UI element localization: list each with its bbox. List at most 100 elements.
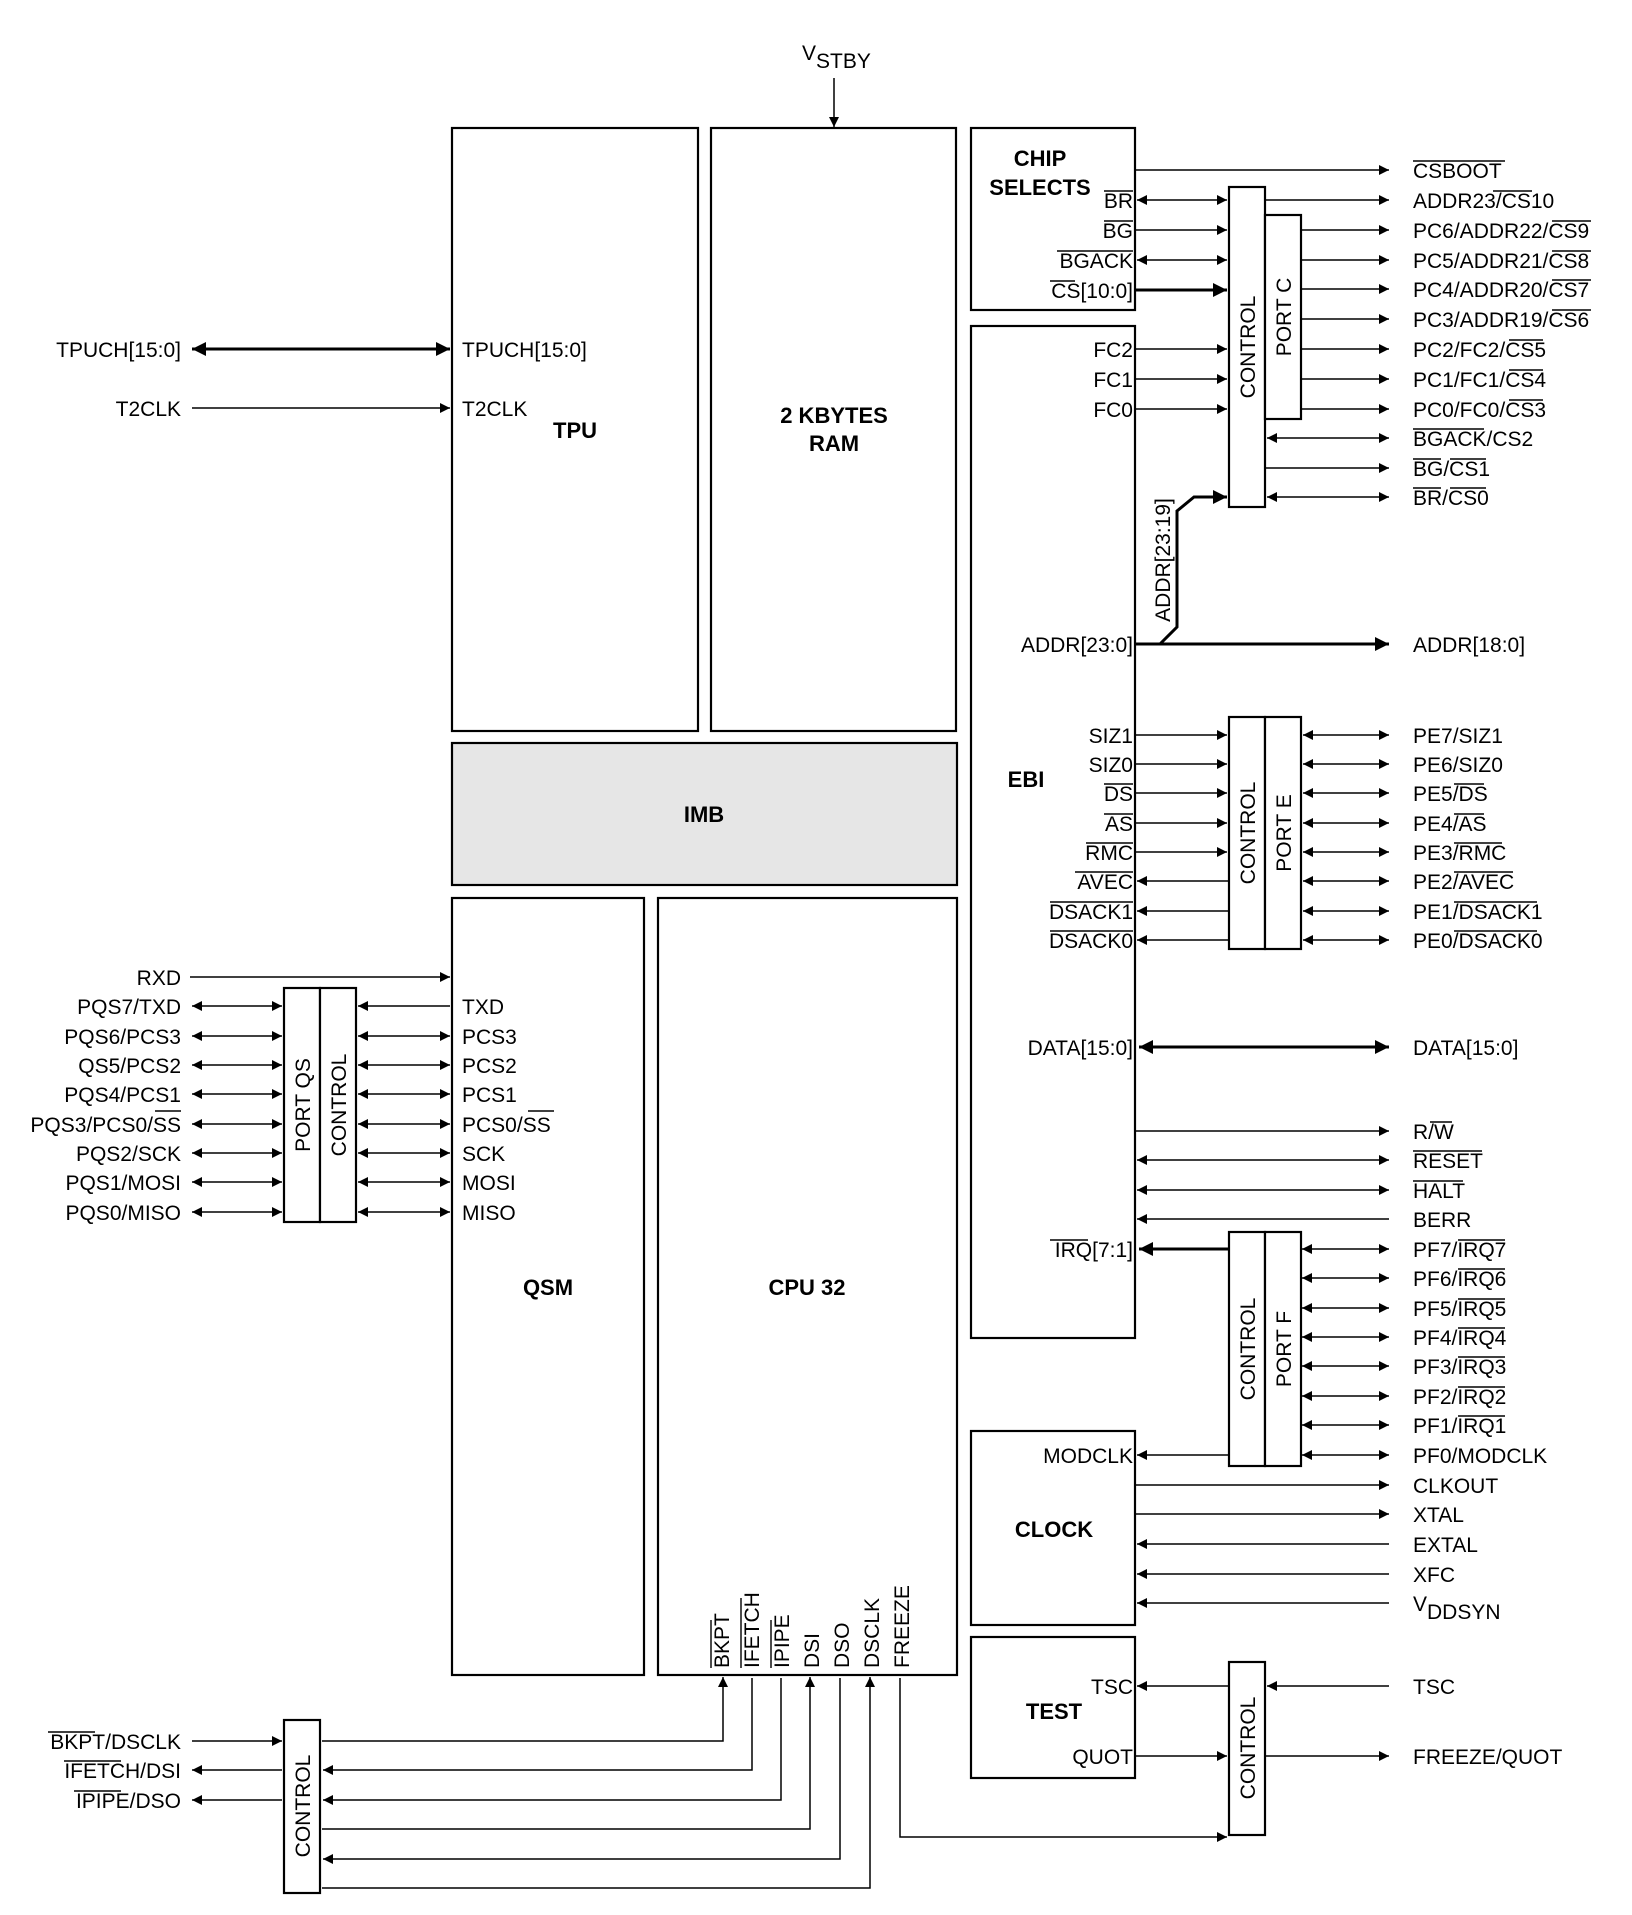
ebi-label: EBI [1008, 767, 1045, 792]
qsm-ext-label: PQS3/PCS0/SS [30, 1114, 181, 1137]
cpu-control-label: CONTROL [292, 1755, 315, 1858]
addr-23-19-label: ADDR[23:19] [1152, 498, 1175, 622]
qsm-ext-label: RXD [137, 967, 181, 990]
tpu-block [450, 126, 700, 733]
portf-ext-label: PF3/IRQ3 [1413, 1356, 1506, 1379]
addr-ext-label: ADDR[18:0] [1413, 634, 1525, 657]
portf-ext-label: PF6/IRQ6 [1413, 1268, 1506, 1291]
qs-control-box [318, 986, 358, 1224]
qsm-int-label: MOSI [462, 1172, 516, 1195]
cs-ext-label: PC1/FC1/CS4 [1413, 369, 1546, 392]
tpuch-ext-label: TPUCH[15:0] [56, 339, 181, 362]
cpu-ext-label: BKPT/DSCLK [50, 1731, 181, 1754]
qsm-int-label: MISO [462, 1202, 516, 1225]
cpu-control-box [282, 1718, 322, 1895]
porte-int-label: SIZ0 [1089, 754, 1133, 777]
qsm-int-label: PCS2 [462, 1055, 517, 1078]
portf-ext-label: PF7/IRQ7 [1413, 1239, 1506, 1262]
imb-label: IMB [684, 802, 724, 827]
qsm-ext-label: PQS6/PCS3 [64, 1026, 181, 1049]
bus-control-label: BERR [1413, 1209, 1471, 1232]
chip-selects-label-line2: SELECTS [989, 175, 1090, 200]
imb-block [450, 741, 959, 887]
port-e-box [1263, 715, 1303, 951]
test-control-label: CONTROL [1237, 1697, 1260, 1800]
cpu-block [656, 896, 959, 1677]
qsm-label: QSM [523, 1275, 573, 1300]
fc-label: FC0 [1093, 399, 1133, 422]
porte-ext-overlines [1454, 783, 1537, 932]
qsm-ext-label: QS5/PCS2 [78, 1055, 181, 1078]
data-int-label: DATA[15:0] [1028, 1037, 1133, 1060]
cs-int-label: BR [1104, 190, 1133, 213]
cpu-ext-label: IPIPE/DSO [76, 1790, 181, 1813]
porte-ext-label: PE7/SIZ1 [1413, 725, 1503, 748]
porte-ext-label: PE4/AS [1413, 813, 1487, 836]
cpu-int-label: DSI [801, 1633, 824, 1668]
port-f-label: PORT F [1273, 1311, 1296, 1387]
port-f-box [1263, 1230, 1303, 1468]
cs-ext-label: PC0/FC0/CS3 [1413, 399, 1546, 422]
porte-ext-label: PE6/SIZ0 [1413, 754, 1503, 777]
ram-block [709, 126, 958, 733]
vstby-label: VSTBY [802, 42, 871, 73]
portf-control-box [1227, 1230, 1267, 1468]
clock-ext-label: EXTAL [1413, 1534, 1478, 1557]
cs-ext-label: PC3/ADDR19/CS6 [1413, 309, 1589, 332]
porte-int-label: AS [1105, 813, 1133, 836]
cs-ext-label: BR/CS0 [1413, 487, 1489, 510]
cs-int-label: BGACK [1059, 250, 1133, 273]
test-control-box [1227, 1660, 1267, 1837]
ram-label-line2: RAM [809, 431, 859, 456]
qsm-ext-label: PQS4/PCS1 [64, 1084, 181, 1107]
t2clk-ext-label: T2CLK [116, 398, 181, 421]
fc-label: FC1 [1093, 369, 1133, 392]
port-c-label: PORT C [1273, 278, 1296, 357]
cs-ext-label: BG/CS1 [1413, 458, 1490, 481]
porte-int-label: DSACK0 [1049, 930, 1133, 953]
cs-ext-label: ADDR23/CS10 [1413, 190, 1554, 213]
qsm-int-label: TXD [462, 996, 504, 1019]
cpu-int-label: IPIPE [771, 1614, 794, 1668]
portf-ext-overlines [1458, 1239, 1505, 1417]
cs-int-label: CS[10:0] [1051, 280, 1133, 303]
porte-control-label: CONTROL [1237, 782, 1260, 885]
portf-control-label: CONTROL [1237, 1298, 1260, 1401]
porte-ext-label: PE3/RMC [1413, 842, 1506, 865]
irq-int-label: IRQ[7:1] [1055, 1239, 1133, 1262]
qsm-ext-label: PQS2/SCK [76, 1143, 181, 1166]
porte-int-label: RMC [1085, 842, 1133, 865]
porte-ext-label: PE5/DS [1413, 783, 1488, 806]
quot-int-label: QUOT [1072, 1746, 1133, 1769]
cs-ext-label: BGACK/CS2 [1413, 428, 1533, 451]
qsm-block [450, 896, 646, 1677]
fc-label: FC2 [1093, 339, 1133, 362]
test-label: TEST [1026, 1699, 1083, 1724]
cpu-ext-label: IFETCH/DSI [64, 1760, 181, 1783]
test-arrows [1136, 1681, 1389, 1761]
portc-control-box [1227, 185, 1267, 509]
bus-control-label: HALT [1413, 1180, 1465, 1203]
qsm-ext-label: PQS7/TXD [77, 996, 181, 1019]
porte-int-label: DSACK1 [1049, 901, 1133, 924]
cpu-label: CPU 32 [768, 1275, 845, 1300]
cpu-int-label: IFETCH [741, 1592, 764, 1668]
clock-arrows [1136, 1480, 1389, 1608]
qsm-ext-label: PQS1/MOSI [65, 1172, 181, 1195]
tpu-label: TPU [553, 418, 597, 443]
bus-control-label: RESET [1413, 1150, 1483, 1173]
ram-label-line1: 2 KBYTES [780, 403, 888, 428]
vddsyn-label: VDDSYN [1413, 1593, 1501, 1624]
addr-23-19-bus [1158, 490, 1227, 646]
qsm-ext-label: PQS0/MISO [65, 1202, 181, 1225]
qs-port-box [282, 986, 322, 1224]
clock-label: CLOCK [1015, 1517, 1093, 1542]
cs-ext-overlines [1413, 160, 1591, 489]
porte-int-label: DS [1104, 783, 1133, 806]
cs-int-label: BG [1103, 220, 1133, 243]
clock-ext-label: CLKOUT [1413, 1475, 1498, 1498]
cpu-int-label: FREEZE [891, 1585, 914, 1668]
cs-ext-label: PC5/ADDR21/CS8 [1413, 250, 1589, 273]
cs-ext-label: PC2/FC2/CS5 [1413, 339, 1546, 362]
